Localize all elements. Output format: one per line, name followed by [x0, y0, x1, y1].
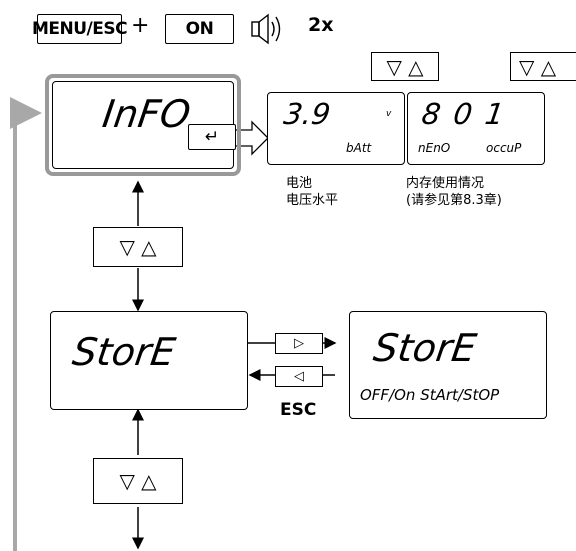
substore-display: StorE OFF/On StArt/StOP — [349, 311, 547, 419]
memory-display: 8 0 1 nEnO occuP — [407, 92, 545, 165]
info-highlight-frame — [45, 74, 241, 176]
plus-sign: + — [131, 13, 150, 38]
store-display-text: StorE — [69, 330, 178, 374]
memory-tag-right: occuP — [486, 141, 522, 155]
memory-caption-2: (请参见第8.3章) — [406, 193, 502, 208]
repeat-count: 2x — [308, 14, 334, 36]
info-display-text: InFO — [99, 92, 194, 136]
battery-caption-1: 电池 — [286, 176, 313, 191]
on-key-label: ON — [185, 19, 214, 39]
store-below-nav-keys[interactable]: ▽ △ — [93, 458, 183, 504]
battery-caption-2: 电压水平 — [286, 193, 339, 208]
left-key[interactable]: ◁ — [275, 366, 323, 387]
memory-nav-keys[interactable]: ▽ △ — [510, 52, 576, 81]
memory-value: 8 0 1 — [419, 97, 509, 131]
speaker-icon — [251, 13, 281, 45]
substore-options: OFF/On StArt/StOP — [360, 386, 500, 404]
memory-caption-1: 内存使用情况 — [406, 176, 485, 191]
substore-display-text: StorE — [370, 326, 479, 370]
battery-nav-keys[interactable]: ▽ △ — [371, 52, 439, 81]
battery-value: 3.9 — [281, 97, 333, 131]
right-key[interactable]: ▷ — [275, 333, 323, 354]
return-line — [10, 97, 42, 551]
store-display[interactable]: StorE — [50, 311, 248, 410]
battery-display: 3.9 v bAtt — [267, 92, 405, 165]
info-store-nav-keys[interactable]: ▽ △ — [93, 227, 183, 267]
on-key[interactable]: ON — [165, 14, 234, 44]
enter-return-icon: ↵ — [204, 127, 220, 147]
menu-esc-key-label: MENU/ESC — [31, 19, 128, 39]
battery-unit: v — [386, 109, 392, 119]
menu-esc-key[interactable]: MENU/ESC — [32, 14, 128, 44]
memory-tag-left: nEnO — [418, 141, 451, 155]
esc-label: ESC — [280, 400, 317, 420]
enter-key[interactable]: ↵ — [188, 124, 236, 150]
battery-tag: bAtt — [346, 141, 372, 155]
